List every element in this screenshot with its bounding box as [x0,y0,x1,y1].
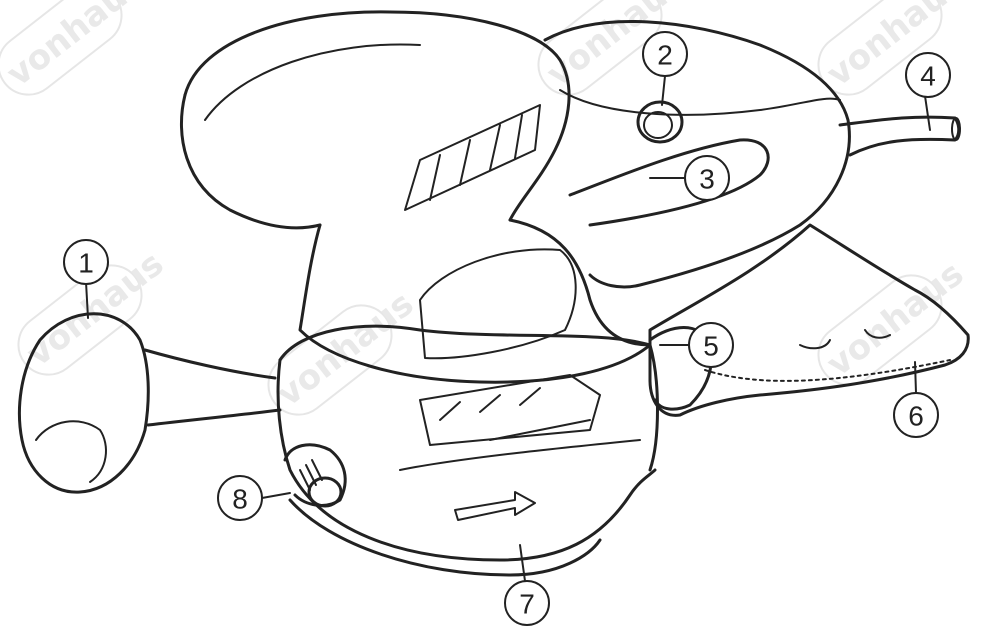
power-cord [838,115,961,157]
callout-3-number: 3 [699,164,715,195]
callout-5-number: 5 [703,331,719,362]
callout-1: 1 [63,239,109,285]
callout-4: 4 [905,52,951,98]
callout-1-number: 1 [78,248,94,279]
callout-3: 3 [684,155,730,201]
callout-8: 8 [217,475,263,521]
sanding-pad [276,324,659,577]
handle [543,20,851,289]
callout-8-number: 8 [232,484,248,515]
callout-6: 6 [893,392,939,438]
callout-2: 2 [642,31,688,77]
power-switch [636,100,684,144]
watermark-text-1: vonhaus [0,0,151,95]
watermark-text-5: vonhaus [269,284,421,415]
dust-outlet [648,326,713,411]
leader-lines [85,75,931,582]
callout-7-number: 7 [519,589,535,620]
callout-7: 7 [504,580,550,626]
dust-bag [648,223,970,417]
speed-control-dial [283,443,347,508]
callout-2-number: 2 [657,40,673,71]
callout-4-number: 4 [920,61,936,92]
front-grip-knob [17,312,282,494]
callout-5: 5 [688,322,734,368]
callout-6-number: 6 [908,401,924,432]
